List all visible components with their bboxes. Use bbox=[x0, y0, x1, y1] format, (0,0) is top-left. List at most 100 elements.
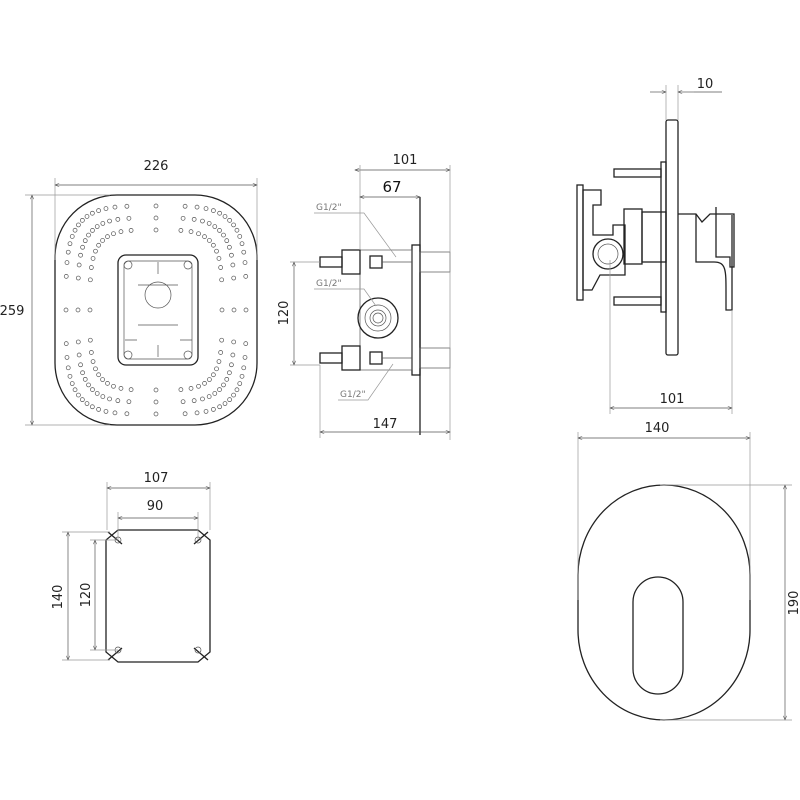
guard-dot bbox=[211, 372, 216, 378]
guard-dot bbox=[243, 274, 249, 279]
guard-dot bbox=[200, 396, 205, 402]
guard-dot bbox=[93, 366, 98, 372]
label-thread-top: G1/2" bbox=[316, 203, 342, 213]
guard-dot bbox=[182, 411, 188, 417]
mounting-box bbox=[117, 254, 199, 366]
guard-dot bbox=[153, 387, 159, 393]
outlet-connection bbox=[357, 297, 399, 339]
guard-dot bbox=[76, 392, 81, 398]
guard-dot bbox=[203, 206, 209, 211]
guard-dot bbox=[224, 376, 230, 382]
guard-dot bbox=[230, 352, 236, 358]
guard-dot bbox=[75, 339, 81, 345]
guard-dot bbox=[214, 366, 219, 372]
guard-dot bbox=[194, 410, 200, 416]
guard-dot bbox=[153, 215, 159, 221]
guard-dot bbox=[90, 404, 95, 410]
guard-dot bbox=[76, 262, 82, 268]
guard-dot bbox=[96, 407, 101, 412]
pipe-top bbox=[319, 249, 412, 275]
pipe-bottom bbox=[319, 345, 412, 371]
guard-dot bbox=[76, 222, 81, 228]
guard-dot bbox=[229, 252, 234, 258]
guard-dot bbox=[214, 248, 219, 254]
guard-dot bbox=[239, 373, 245, 379]
guard-dot bbox=[89, 265, 94, 270]
guard-dot bbox=[93, 248, 98, 254]
guard-dot bbox=[63, 274, 69, 279]
guard-dot bbox=[202, 381, 207, 386]
guard-dot bbox=[203, 409, 209, 414]
dim-plate-inner-width: 90 bbox=[147, 499, 164, 514]
guard-dot bbox=[100, 238, 105, 243]
dim-front-height: 259 bbox=[0, 304, 24, 319]
guard-dot bbox=[234, 387, 240, 393]
guard-dot bbox=[87, 307, 93, 313]
guard-dot bbox=[65, 365, 71, 371]
guard-dot bbox=[227, 244, 232, 250]
guard-dot bbox=[115, 216, 121, 222]
mount-plate bbox=[105, 529, 211, 663]
guard-dot bbox=[196, 231, 201, 237]
guard-dot bbox=[126, 399, 132, 405]
guard-dot bbox=[188, 229, 194, 234]
cover-view: 140 190 bbox=[577, 421, 800, 721]
guard-dot bbox=[84, 401, 90, 406]
label-thread-mid: G1/2" bbox=[316, 279, 342, 289]
guard-dot bbox=[207, 377, 212, 382]
side-view: 101 67 120 147 G1/2" G1/2" G1/2" bbox=[277, 153, 451, 440]
guard-dot bbox=[211, 242, 216, 248]
guard-dot bbox=[216, 359, 222, 364]
guard-dot bbox=[230, 262, 236, 268]
guard-dot bbox=[67, 373, 73, 379]
guard-dot bbox=[196, 383, 201, 389]
guard-dot bbox=[231, 307, 237, 313]
guard-dot bbox=[75, 275, 81, 281]
guard-dot bbox=[211, 208, 216, 213]
guard-dot bbox=[234, 227, 240, 233]
guard-dot bbox=[200, 218, 205, 224]
guard-dot bbox=[94, 224, 100, 229]
guard-dot bbox=[242, 355, 248, 360]
guard-dot bbox=[153, 399, 159, 405]
guard-dot bbox=[87, 277, 93, 283]
guard-dot bbox=[231, 275, 237, 281]
guard-dot bbox=[63, 341, 69, 346]
guard-dot bbox=[103, 206, 109, 211]
handle-slot bbox=[632, 576, 684, 695]
dim-cover-width: 140 bbox=[645, 421, 670, 436]
guard-dot bbox=[80, 397, 85, 403]
dim-side-depth-total: 101 bbox=[393, 153, 418, 168]
guard-dot bbox=[100, 394, 106, 399]
dim-cover-height: 190 bbox=[787, 591, 800, 616]
plaster-guard-outline bbox=[54, 194, 258, 426]
guard-dot bbox=[191, 398, 197, 404]
dim-plate-outer-height: 140 bbox=[51, 585, 66, 610]
guard-dot bbox=[207, 238, 212, 243]
guard-dot bbox=[64, 260, 70, 265]
guard-dot bbox=[90, 256, 96, 261]
guard-dot bbox=[219, 337, 225, 343]
dim-side-depth-inner: 67 bbox=[382, 178, 401, 196]
guard-dot bbox=[115, 398, 121, 404]
guard-dot bbox=[153, 411, 159, 417]
guard-dot bbox=[111, 231, 116, 237]
guard-dot bbox=[89, 350, 94, 355]
guard-dot bbox=[100, 221, 106, 226]
guard-dot bbox=[242, 260, 248, 265]
guard-dot bbox=[80, 370, 85, 376]
guard-dot bbox=[237, 381, 243, 386]
cover-plate bbox=[577, 484, 751, 721]
guard-dot bbox=[218, 265, 223, 270]
guard-dot bbox=[222, 401, 228, 406]
dim-plate-inner-height: 120 bbox=[79, 583, 94, 608]
dim-projection: 101 bbox=[660, 392, 685, 407]
guard-dot bbox=[218, 350, 223, 355]
guard-dot bbox=[227, 217, 232, 223]
dim-plate-thickness: 10 bbox=[697, 77, 714, 92]
dot-pattern bbox=[63, 203, 249, 417]
guard-dot bbox=[178, 387, 184, 392]
mounting-box-inner bbox=[123, 260, 193, 360]
